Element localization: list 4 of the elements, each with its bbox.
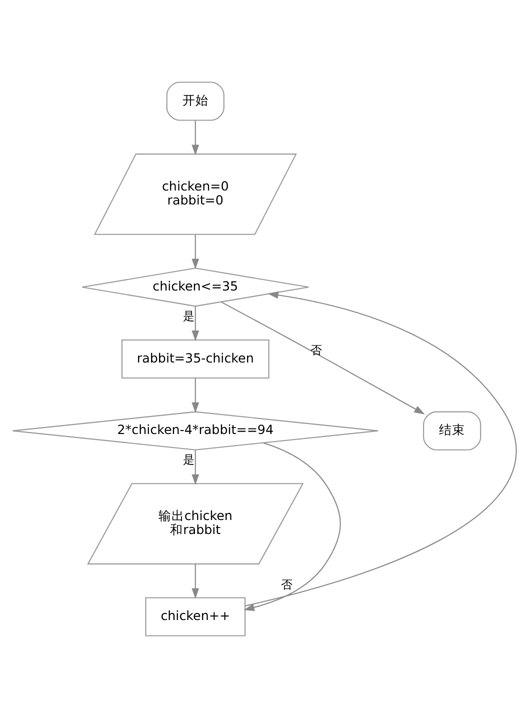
edge-label: 否 bbox=[281, 578, 294, 592]
edge-label: 是 bbox=[183, 308, 196, 323]
edge-label: 是 bbox=[183, 452, 196, 467]
edge-label: 否 bbox=[310, 342, 323, 357]
